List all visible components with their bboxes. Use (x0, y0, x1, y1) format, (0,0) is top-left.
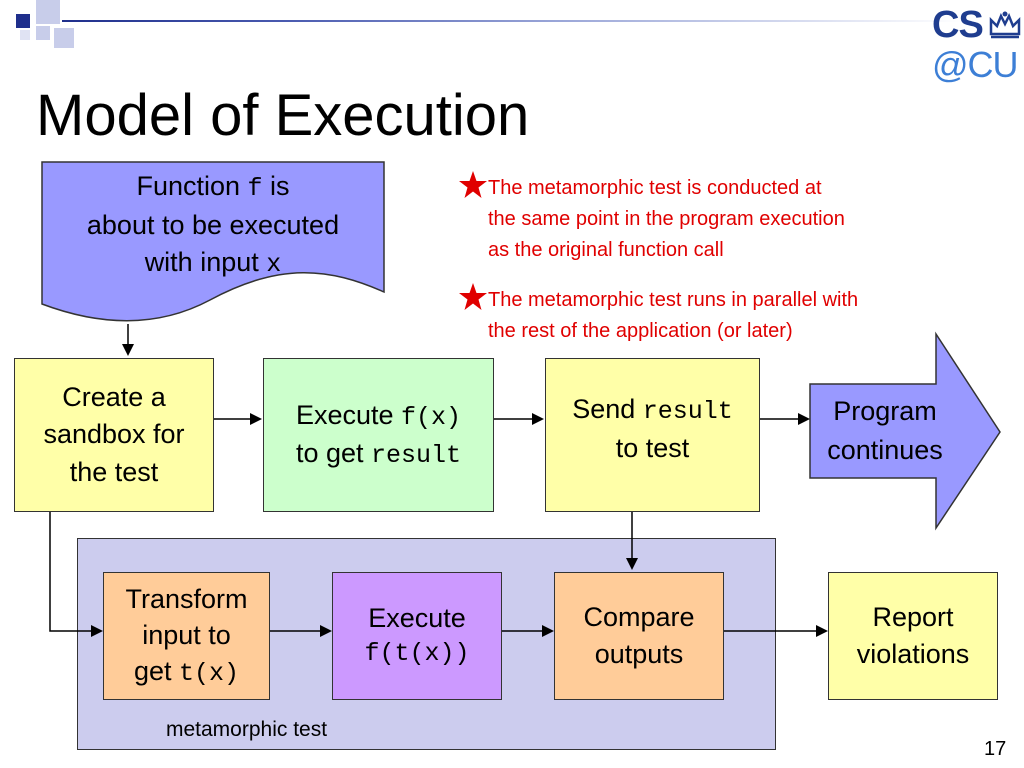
create-sandbox-box: Create a sandbox for the test (14, 358, 214, 512)
compare-outputs-box: Compare outputs (554, 572, 724, 700)
note-same-point: The metamorphic test is conducted at the… (488, 177, 845, 261)
start-line1: Function (136, 171, 248, 201)
start-line2: about to be executed (86, 209, 340, 240)
execute-function-box: Execute f(x) to get result (263, 358, 494, 512)
star-icon (459, 283, 487, 310)
program-continues-arrow-shape (809, 331, 1001, 531)
start-document: Function f is about to be executed with … (86, 171, 340, 279)
start-line3: with input (144, 246, 267, 277)
send-result-box: Send result to test (545, 358, 760, 512)
page-number: 17 (984, 738, 1007, 760)
crown-icon (989, 11, 1021, 39)
arrow-sandbox-to-transform (49, 512, 103, 637)
start-line3-code: x (266, 249, 282, 279)
execute-transformed-box: Execute f(t(x)) (332, 572, 502, 700)
report-violations-box: Report violations (828, 572, 998, 700)
logo-text-cu: @CU (932, 44, 1019, 85)
note-parallel: The metamorphic test runs in parallel wi… (488, 289, 859, 342)
cs-cu-logo: CS @CU (930, 4, 1021, 85)
header-rule (62, 20, 962, 22)
transform-input-box: Transform input to get t(x) (103, 572, 270, 700)
metamorphic-test-label: metamorphic test (166, 718, 328, 741)
start-document-shape (41, 161, 385, 322)
program-continues: Program continues (827, 395, 943, 465)
start-line1-code: f (247, 174, 263, 203)
logo-text-cs: CS (932, 4, 984, 46)
star-icon (459, 171, 487, 198)
slide-title: Model of Execution (36, 83, 530, 148)
